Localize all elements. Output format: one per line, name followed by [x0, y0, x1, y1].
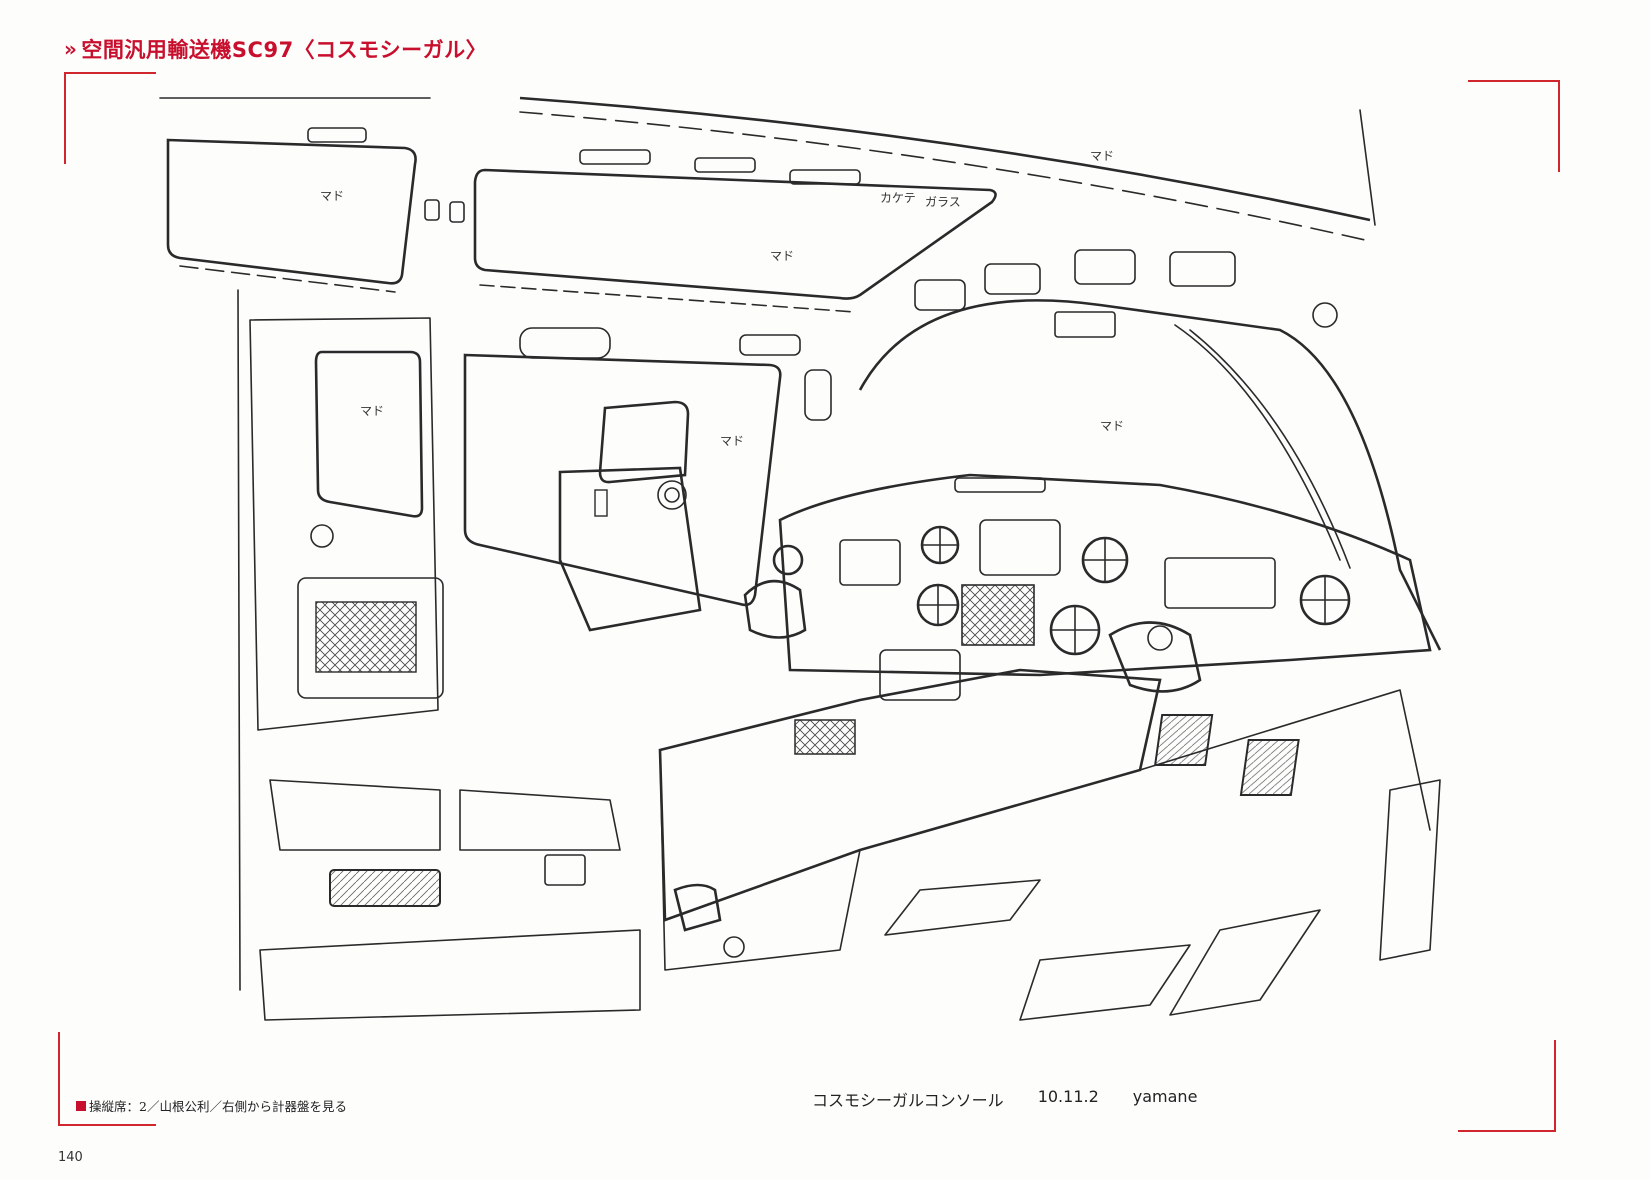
credit-line: 操縦席：2／山根公利／右側から計器盤を見る [76, 1096, 347, 1115]
note-window-4: マド [720, 434, 744, 448]
caption-date: 10.11.2 [1037, 1087, 1099, 1106]
seat-headrest [598, 400, 690, 484]
credit-text: 操縦席：2／山根公利／右側から計器盤を見る [89, 1099, 347, 1114]
chevron-icon: » [64, 37, 78, 61]
note-window-3: マド [360, 404, 384, 418]
note-window-1: マド [320, 189, 344, 203]
note-window-2: マド [770, 249, 794, 263]
seat-back [558, 466, 702, 632]
cockpit-sketch: マド マド マド マド マド マド カケテ ガラス [159, 96, 1442, 1021]
corner-bracket-top-left [64, 72, 156, 164]
window-top-left [166, 138, 417, 285]
right-display [1164, 557, 1276, 609]
window-left-wall [314, 350, 424, 518]
center-console [658, 668, 1162, 922]
center-display [979, 519, 1061, 576]
corner-bracket-bottom-left [58, 1032, 156, 1126]
pedal-right [1239, 739, 1300, 796]
left-display [839, 539, 901, 586]
caption-artist: yamane [1132, 1087, 1198, 1106]
page-number: 140 [58, 1150, 83, 1165]
gauge-cluster [772, 525, 1351, 656]
sketch-caption: コスモシーガルコンソール 10.11.2 yamane [812, 1087, 1197, 1111]
yoke-left [743, 579, 807, 639]
corner-bracket-top-right [1468, 80, 1560, 172]
canopy-frame [858, 299, 1442, 651]
section-header: » 空間汎用輸送機SC97〈コスモシーガル〉 [64, 34, 487, 64]
window-mid [463, 353, 782, 607]
window-top-center [473, 168, 997, 300]
mesh-panel [297, 577, 444, 699]
yoke-right [1108, 621, 1202, 693]
note-light: カケテ [880, 191, 916, 205]
pedal-left [1153, 714, 1214, 766]
floor-hatch [329, 869, 441, 907]
note-window-6: マド [1090, 149, 1114, 163]
caption-label: コスモシーガルコンソール [812, 1091, 1004, 1110]
ceiling-edge [519, 96, 1371, 222]
section-title: 空間汎用輸送機SC97〈コスモシーガル〉 [81, 38, 488, 62]
note-glass: ガラス [925, 195, 961, 209]
square-bullet-icon [76, 1100, 86, 1111]
instrument-panel [778, 473, 1432, 677]
corner-bracket-bottom-right [1458, 1040, 1556, 1132]
note-window-5: マド [1100, 419, 1124, 433]
